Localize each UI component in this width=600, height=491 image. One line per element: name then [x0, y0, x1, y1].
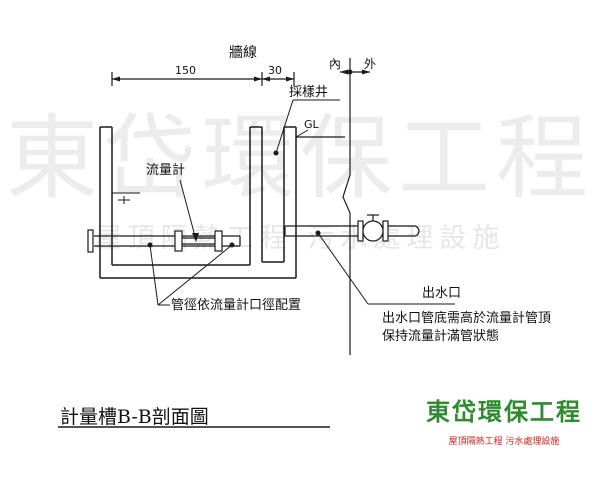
label-outlet-note-1: 出水口管底需高於流量計管頂 [382, 310, 551, 326]
level-marker [112, 192, 140, 204]
label-outlet-note-2: 保持流量計滿管狀態 [382, 328, 499, 344]
label-outside: 外 [364, 57, 376, 71]
logo-services: 屋頂隔熱工程 污水處理設施 [449, 435, 560, 447]
property-line [342, 58, 351, 355]
label-wall-line: 牆線 [229, 45, 257, 61]
watermark-services: 屋頂隔熱工程 污水處理設施 [95, 223, 506, 254]
label-gl: GL [304, 118, 320, 131]
outlet-pipe [284, 214, 420, 242]
label-inside: 內 [329, 57, 341, 71]
leader-lines [149, 99, 455, 306]
tank-walls [99, 126, 297, 279]
drawing [58, 58, 455, 428]
label-pipe-diameter-note: 管徑依流量計口徑配置 [171, 297, 301, 313]
label-flow-meter: 流量計 [146, 162, 185, 178]
label-dim-30: 30 [268, 64, 282, 77]
flow-meter [174, 230, 223, 252]
label-dim-150: 150 [175, 64, 196, 77]
watermark: 東岱環保工程 屋頂隔熱工程 污水處理設施 [6, 105, 594, 254]
company-logo: 東岱環保工程 屋頂隔熱工程 污水處理設施 [426, 397, 582, 447]
labels: 牆線 150 30 內 外 採樣井 GL 流量計 管徑依流量計口徑配置 出水口 … [60, 45, 551, 428]
dimension-line [111, 72, 295, 86]
watermark-company: 東岱環保工程 [6, 105, 594, 212]
logo-company-name: 東岱環保工程 [426, 397, 582, 426]
drawing-title: 計量槽B-B剖面圖 [60, 406, 209, 428]
label-sampling-well: 採樣井 [289, 85, 328, 100]
leader-dots [147, 150, 321, 248]
origin-dot [347, 69, 353, 75]
label-outlet: 出水口 [422, 286, 461, 301]
